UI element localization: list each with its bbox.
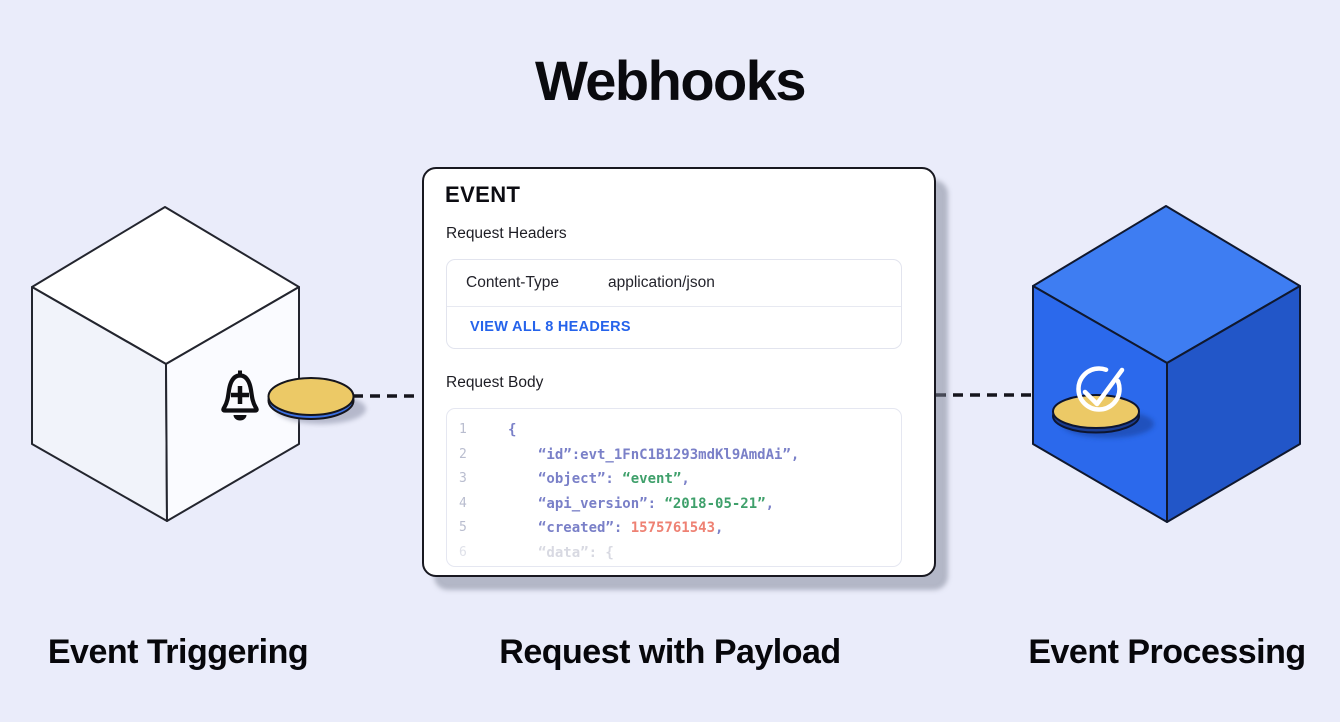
- event-payload-card: EVENT Request Headers Content-Type appli…: [422, 167, 936, 577]
- code-text: “data”: {: [538, 544, 614, 561]
- event-source-cube: [31, 206, 300, 522]
- code-line: 6 “data”: {: [447, 541, 901, 566]
- bell-plus-icon: [221, 370, 259, 421]
- header-value: application/json: [608, 274, 715, 291]
- code-line: 4 “api_version”: “2018-05-21”,: [447, 492, 901, 517]
- request-headers-label: Request Headers: [446, 225, 567, 242]
- stage-label-request-with-payload: Request with Payload: [499, 633, 841, 671]
- line-number: 4: [459, 495, 467, 511]
- code-line: 1{: [447, 418, 901, 443]
- code-line: 5 “created”: 1575761543,: [447, 516, 901, 541]
- line-number: 6: [459, 544, 467, 560]
- line-number: 1: [459, 422, 467, 437]
- header-key: Content-Type: [466, 274, 560, 291]
- code-text: “object”: “event”,: [538, 471, 690, 488]
- line-number: 2: [459, 446, 467, 462]
- stage-label-event-triggering: Event Triggering: [47, 633, 309, 671]
- check-circle-icon: [1076, 366, 1125, 412]
- code-text: “api_version”: “2018-05-21”,: [538, 495, 775, 512]
- cube-face-right: [165, 286, 300, 522]
- view-all-headers-row: VIEW ALL 8 HEADERS: [447, 307, 901, 347]
- card-title: EVENT: [445, 182, 521, 207]
- code-text: “id”:evt_1FnC1B1293mdKl9AmdAi”,: [538, 446, 800, 463]
- request-body-label: Request Body: [446, 374, 544, 391]
- header-row: Content-Type application/json: [447, 260, 901, 307]
- stage-label-event-processing: Event Processing: [1028, 633, 1306, 671]
- code-line: 3 “object”: “event”,: [447, 467, 901, 492]
- page-title: Webhooks: [534, 49, 807, 112]
- line-number: 3: [459, 471, 467, 487]
- code-text: “created”: 1575761543,: [538, 520, 724, 537]
- code-line: 2 “id”:evt_1FnC1B1293mdKl9AmdAi”,: [447, 443, 901, 468]
- request-headers-table: Content-Type application/json VIEW ALL 8…: [446, 259, 902, 349]
- code-text: {: [508, 422, 517, 438]
- line-number: 5: [459, 520, 467, 536]
- view-all-headers-link[interactable]: VIEW ALL 8 HEADERS: [470, 319, 631, 335]
- event-processor-cube: [1032, 205, 1301, 523]
- code-box: 1{2“id”:evt_1FnC1B1293mdKl9AmdAi”,3“obje…: [446, 408, 902, 567]
- cube-face-right: [1166, 285, 1301, 523]
